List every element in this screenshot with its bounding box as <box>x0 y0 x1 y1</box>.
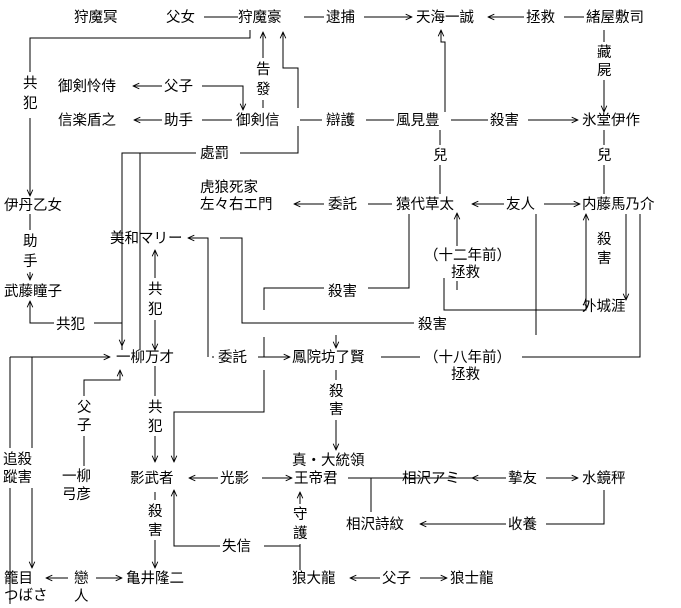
label-yujin: 友人 <box>506 196 535 213</box>
node-kagome-line2: つばさ <box>4 587 48 604</box>
person-nodes: 狩魔冥 狩魔豪 天海一誠 緒屋敷司 御剣怜侍 信楽盾之 御剣信 風見豊 氷堂伊作… <box>4 9 655 604</box>
node-kagemusha: 影武者 <box>130 470 174 487</box>
label-kyo: 共 <box>23 75 38 92</box>
node-kamei: 亀井隆二 <box>126 570 184 587</box>
label-kyohan-h: 共犯 <box>56 316 85 333</box>
node-itami: 伊丹乙女 <box>4 196 62 214</box>
label-koku: 告 <box>256 61 271 78</box>
label-jin: 人 <box>74 588 89 605</box>
label-kyusai-top: 拯救 <box>526 9 555 26</box>
label-juninen: （十二年前） <box>424 247 511 264</box>
label-fujo: 父女 <box>166 8 195 26</box>
edge-miwa-iitaku <box>188 238 209 357</box>
label-fu: 父 <box>77 400 92 416</box>
label-shiyuu: 摯友 <box>508 470 537 487</box>
relation-labels: 父女 逮捕 拯救 藏 屍 共 犯 告 發 父子 助手 辯護 殺害 兒 兒 處罰 … <box>3 8 612 605</box>
label-kouei: 光影 <box>220 470 249 487</box>
label-kyusai-18: 拯救 <box>451 366 480 383</box>
edge-fushi-mitsurugi <box>233 85 243 110</box>
node-ogiya: 緒屋敷司 <box>586 9 644 26</box>
node-sarushiro: 猿代草太 <box>396 196 454 213</box>
node-aizawa-ami: 相沢アミ <box>402 470 460 487</box>
label-ren: 戀 <box>74 570 89 587</box>
label-shu: 手 <box>23 253 38 270</box>
node-miwa: 美和マリー <box>110 230 183 247</box>
edge-naitou-18 <box>518 214 641 358</box>
edge-bengo-to-karima <box>283 32 299 108</box>
label-satsugai-upper: 殺害 <box>328 283 357 300</box>
label-kyusai-12: 拯救 <box>451 264 480 281</box>
label-fushi-bottom: 父子 <box>382 570 411 587</box>
node-rouryu: 狼大龍 <box>292 570 336 587</box>
node-kotoran-line1: 虎狼死家 <box>200 179 258 196</box>
node-ichiyanagi: 一柳万才 <box>116 349 174 366</box>
label-bengo: 辯護 <box>326 112 355 129</box>
node-aizawa-shimon: 相沢詩紋 <box>346 516 404 533</box>
label-gai: 害 <box>597 250 612 267</box>
node-mitsurugi: 御剣信 <box>236 112 280 129</box>
node-mizukagami: 水鏡秤 <box>582 470 626 487</box>
label-taiho: 逮捕 <box>326 9 355 26</box>
label-satsugai-lower: 殺害 <box>418 316 447 333</box>
label-tsui-line2: 蹤害 <box>3 469 32 486</box>
label-shu-guard: 守 <box>293 506 308 523</box>
label-go-guard: 護 <box>293 525 308 542</box>
label-zou: 藏 <box>597 44 612 61</box>
label-gai-horin: 害 <box>329 401 344 418</box>
label-gai-kamei: 害 <box>148 522 163 539</box>
label-tsui-line1: 追殺 <box>3 451 32 468</box>
label-jo: 助 <box>23 233 38 250</box>
label-fushi-top: 父子 <box>164 78 193 95</box>
node-naitou: 内藤馬乃介 <box>582 196 655 213</box>
label-satsugai-mid: 殺害 <box>490 112 519 129</box>
label-itaku-mid: 委託 <box>218 349 247 366</box>
node-gejo: 外城涯 <box>582 298 626 315</box>
edge-satsugai-lower-to-naitou <box>443 214 586 311</box>
node-kotoran-line2: 左々右エ門 <box>200 196 273 213</box>
label-shi: 屍 <box>597 63 612 79</box>
node-shintaku: 信楽盾之 <box>58 112 116 129</box>
label-hatsu: 發 <box>256 81 271 98</box>
node-kagome-line1: 籠目 <box>4 570 33 587</box>
label-satsu-horin: 殺 <box>329 383 344 400</box>
label-shuyou: 收養 <box>508 515 537 533</box>
node-kazamiyutaka: 風見豊 <box>396 112 440 129</box>
node-yumihiko-line1: 一柳 <box>62 468 91 485</box>
label-ko: 子 <box>77 417 92 434</box>
label-ji-right: 兒 <box>597 147 612 164</box>
edge-kazami-tenkai <box>441 30 446 112</box>
label-kyohan-han-lower: 犯 <box>148 418 163 435</box>
label-kyohan-kyo-lower: 共 <box>148 399 163 416</box>
label-joshu-h: 助手 <box>164 112 193 129</box>
label-itaku-top: 委託 <box>328 196 357 213</box>
label-satsu-kamei: 殺 <box>148 503 163 520</box>
node-shinoudai-line1: 真・大統領 <box>292 451 365 469</box>
label-kyohan-kyo: 共 <box>148 281 163 298</box>
node-roushiryu: 狼士龍 <box>450 570 494 587</box>
edge-miwa-satsugai <box>220 237 440 324</box>
edge-shisshin <box>174 490 301 570</box>
label-juhachinen: （十八年前） <box>424 349 511 366</box>
label-shisshin: 失信 <box>222 538 251 555</box>
node-shinoudai-line2: 王帝君 <box>294 470 338 487</box>
node-reiji: 御剣怜侍 <box>58 78 116 95</box>
label-ji-left: 兒 <box>433 147 448 164</box>
node-karimago: 狩魔豪 <box>238 9 282 26</box>
node-yumihiko-line2: 弓彦 <box>62 486 91 503</box>
edge-shuyou <box>420 490 605 524</box>
node-hyodo: 氷堂伊作 <box>582 112 640 129</box>
node-buto: 武藤瞳子 <box>4 282 62 300</box>
label-kyohan-han: 犯 <box>148 301 163 318</box>
node-tenkai: 天海一誠 <box>416 9 474 26</box>
node-horin: 鳳院坊了賢 <box>292 349 365 366</box>
label-han: 犯 <box>23 95 38 112</box>
label-shobatsu: 處罰 <box>200 145 229 162</box>
node-karimameimei: 狩魔冥 <box>74 9 118 26</box>
edge-satsugai-kagemusha <box>174 370 265 462</box>
label-satsu: 殺 <box>597 231 612 248</box>
